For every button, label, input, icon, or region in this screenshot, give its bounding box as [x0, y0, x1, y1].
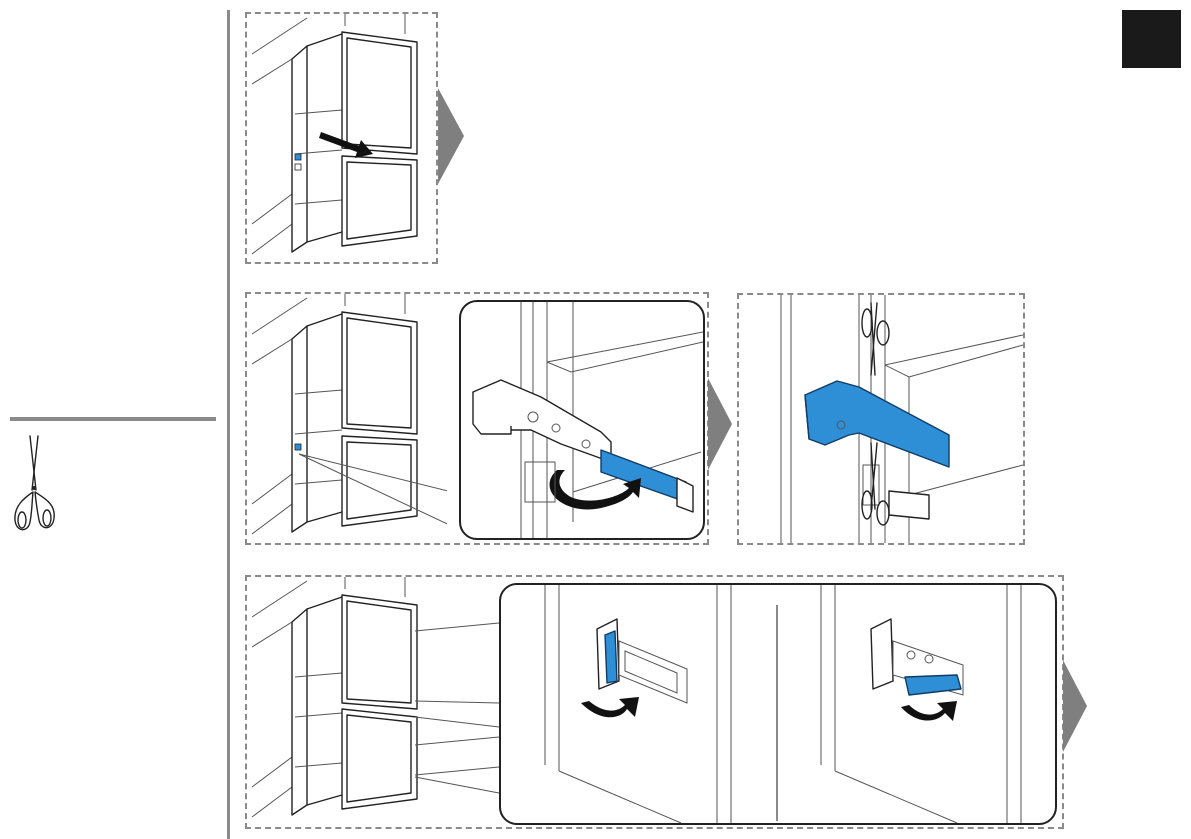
section-marker: [1122, 10, 1181, 68]
vertical-divider: [227, 10, 230, 839]
step-3-panel: [737, 293, 1025, 545]
door-bracket-icon: [597, 619, 687, 703]
hinge-zoom-detail: [459, 300, 705, 540]
door-bracket-icon: [871, 619, 963, 695]
hinge-cut-illustration: [739, 295, 1023, 543]
hinge-icon: [461, 302, 703, 538]
fridge-icon: [247, 294, 447, 543]
tool-separator: [10, 417, 216, 421]
scissors-icon: [8, 432, 60, 536]
fridge-icon: [247, 577, 507, 827]
next-step-arrow-icon: [1063, 660, 1087, 752]
step-4-panel: [245, 575, 1064, 829]
next-step-arrow-icon: [708, 378, 732, 470]
step-1-panel: [245, 12, 438, 264]
rotate-arrow-icon: [901, 701, 957, 721]
door-bracket-detail: [499, 583, 1057, 825]
step-2-panel: [245, 292, 709, 545]
next-step-arrow-icon: [438, 88, 464, 184]
pull-arrow-icon: [317, 132, 377, 166]
rotate-arrow-icon: [581, 697, 639, 717]
